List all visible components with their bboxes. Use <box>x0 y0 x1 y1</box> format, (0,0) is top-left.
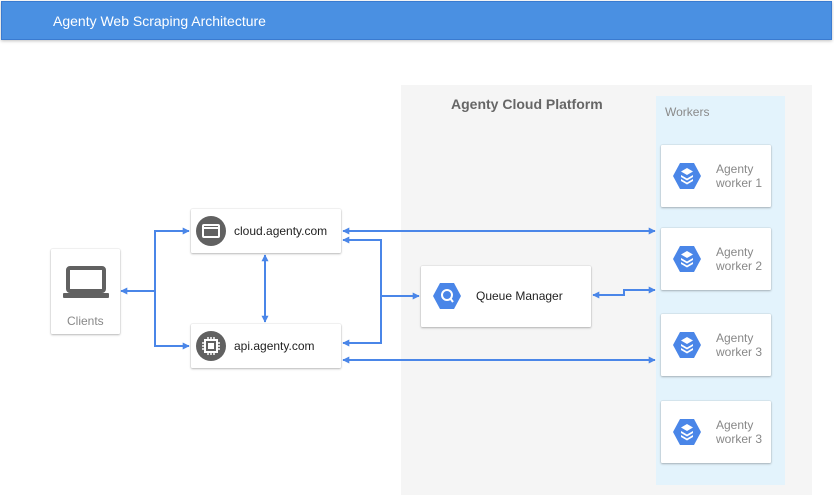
worker-hexagon-icon <box>673 163 701 189</box>
laptop-icon <box>63 266 109 298</box>
worker-label-line1: Agenty <box>716 418 754 432</box>
queue-manager-label: Queue Manager <box>476 289 563 303</box>
diagram-title: Agenty Web Scraping Architecture <box>53 13 266 29</box>
cloud-label: cloud.agenty.com <box>234 224 328 238</box>
browser-icon <box>196 216 226 246</box>
queue-manager-node[interactable]: Queue Manager <box>421 266 591 327</box>
queue-worker2-connector <box>592 286 656 299</box>
clients-cloud-connector <box>120 227 190 295</box>
worker-label-line1: Agenty <box>716 331 754 345</box>
worker-label-line2: worker 2 <box>716 259 763 273</box>
worker-hexagon-icon <box>673 332 701 358</box>
api-node[interactable]: api.agenty.com <box>191 324 341 368</box>
workers-title: Workers <box>665 105 710 119</box>
worker-label-line1: Agenty <box>716 245 754 259</box>
cloud-queue-connector <box>342 236 420 300</box>
worker-label-line2: worker 3 <box>716 432 763 446</box>
worker-node[interactable]: Agenty worker 2 <box>661 228 771 290</box>
clients-label: Clients <box>67 314 104 328</box>
title-bar: Agenty Web Scraping Architecture <box>1 1 832 40</box>
worker-node[interactable]: Agenty worker 3 <box>661 314 771 376</box>
api-label: api.agenty.com <box>234 339 315 353</box>
clients-api-connector <box>154 291 190 350</box>
cloud-platform-title: Agenty Cloud Platform <box>451 96 603 112</box>
worker-label-line1: Agenty <box>716 162 754 176</box>
chip-icon <box>196 331 226 361</box>
clients-node[interactable]: Clients <box>51 249 120 334</box>
worker-label-line2: worker 3 <box>716 345 763 359</box>
queue-hexagon-icon <box>433 283 461 309</box>
worker-node[interactable]: Agenty worker 3 <box>661 401 771 463</box>
api-queue-connector <box>342 296 382 347</box>
worker-node[interactable]: Agenty worker 1 <box>661 145 771 207</box>
cloud-node[interactable]: cloud.agenty.com <box>191 209 341 253</box>
worker-label-line2: worker 1 <box>716 176 763 190</box>
worker-hexagon-icon <box>673 246 701 272</box>
worker-hexagon-icon <box>673 419 701 445</box>
